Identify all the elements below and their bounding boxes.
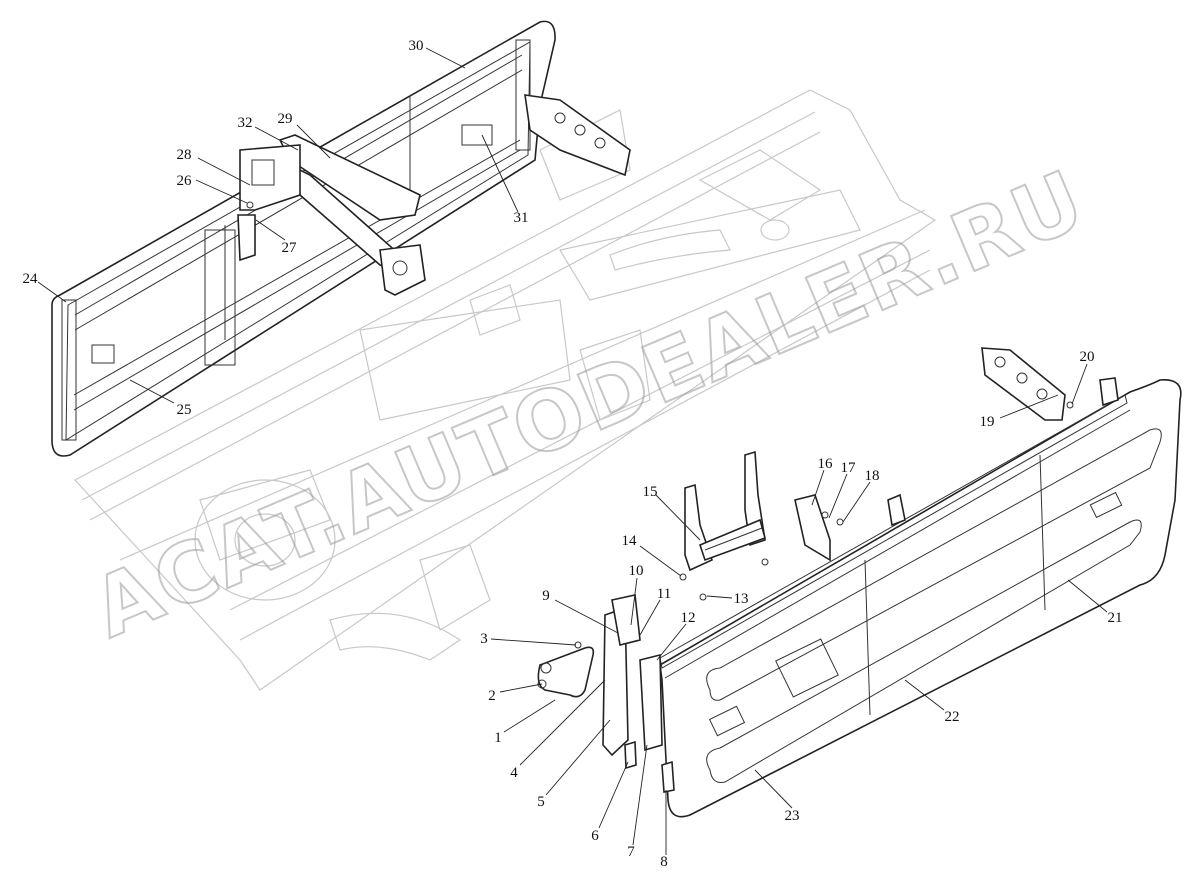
callout-21: 21: [1108, 610, 1123, 626]
callout-25: 25: [177, 402, 192, 418]
callout-31: 31: [514, 210, 529, 226]
callout-27: 27: [282, 240, 298, 256]
callout-2: 2: [488, 688, 496, 704]
callout-23: 23: [785, 808, 800, 824]
callout-22: 22: [945, 709, 960, 725]
callout-15: 15: [643, 484, 658, 500]
callout-12: 12: [681, 610, 696, 626]
callout-28: 28: [177, 147, 192, 163]
callout-8: 8: [660, 854, 668, 870]
chassis-frame: [74, 89, 937, 691]
callout-11: 11: [657, 586, 671, 602]
support-arm-assembly: [237, 134, 426, 296]
callout-labels: 1 2 3 4 5 6 7 8 9 10 11 12 13 14 15 16 1…: [23, 38, 1123, 870]
callout-3: 3: [480, 631, 488, 647]
callout-29: 29: [278, 111, 293, 127]
callout-1: 1: [494, 730, 502, 746]
callout-18: 18: [865, 468, 880, 484]
upper-side-panel: [51, 20, 556, 457]
lower-side-panel: [659, 379, 1182, 818]
callout-10: 10: [629, 563, 644, 579]
callout-32: 32: [238, 115, 253, 131]
callout-5: 5: [537, 794, 545, 810]
callout-7: 7: [627, 844, 635, 860]
callout-24: 24: [23, 271, 39, 287]
callout-26: 26: [177, 173, 193, 189]
callout-6: 6: [591, 828, 599, 844]
callout-14: 14: [622, 533, 638, 549]
callout-17: 17: [841, 460, 857, 476]
callout-30: 30: [409, 38, 424, 54]
callout-13: 13: [734, 591, 749, 607]
step-bracket: [684, 450, 906, 572]
upper-mount-bracket: [524, 94, 631, 177]
callout-9: 9: [542, 588, 550, 604]
rear-mount-bracket: [981, 347, 1119, 421]
callout-4: 4: [510, 765, 518, 781]
front-fixing-parts: [246, 201, 1074, 793]
callout-19: 19: [980, 414, 995, 430]
callout-20: 20: [1080, 349, 1095, 365]
callout-16: 16: [818, 456, 834, 472]
leader-lines: [37, 47, 1108, 855]
